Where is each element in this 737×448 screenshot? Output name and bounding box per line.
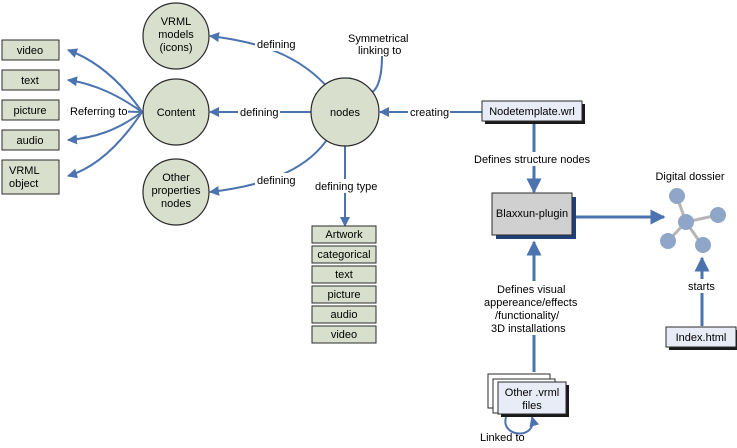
digital-dossier-label: Digital dossier (655, 171, 724, 183)
artwork-type-box[interactable] (311, 325, 377, 344)
edge-label-creating: creating (410, 107, 449, 119)
edge-label-defines-visual-1: Defines visual (497, 284, 565, 296)
network-icon (660, 188, 726, 253)
content-type-box[interactable] (1, 69, 60, 91)
vrml-models-label-3: (icons) (159, 42, 192, 54)
artwork-type-box[interactable] (311, 265, 377, 284)
artwork-type-list: Artwork categorical text picture audio v… (311, 225, 377, 344)
content-label: Content (157, 107, 196, 119)
content-node[interactable]: Content (142, 78, 210, 146)
content-type-label-1: VRML (9, 165, 40, 177)
artwork-type-label: video (331, 329, 357, 341)
blaxxun-plugin-box[interactable]: Blaxxun-plugin (491, 192, 576, 239)
edge-label-referring: Referring to (70, 106, 127, 118)
content-type-label: video (17, 45, 43, 57)
edge-label-defines-visual-3: /functionality/ (495, 310, 560, 322)
nodes-label: nodes (330, 107, 360, 119)
edge-label-defining-type: defining type (315, 181, 377, 193)
edge-label-symmetrical-2: linking to (358, 45, 401, 57)
vrml-models-label-1: VRML (161, 16, 192, 28)
content-type-box[interactable] (1, 129, 60, 151)
edge-nodes-vrml (209, 32, 331, 91)
artwork-type-label: text (335, 269, 353, 281)
digital-dossier[interactable]: Digital dossier (655, 171, 726, 253)
artwork-type-label: picture (327, 289, 360, 301)
artwork-type-box[interactable] (311, 305, 377, 324)
edge-label-defines-visual-4: 3D installations (491, 323, 566, 335)
edge-label-defining-other: defining (257, 175, 296, 187)
edge-linked-to (504, 416, 540, 435)
index-html-label: Index.html (676, 332, 727, 344)
other-properties-label-1: Other (162, 172, 190, 184)
blaxxun-plugin-label: Blaxxun-plugin (496, 208, 568, 220)
artwork-type-box[interactable] (311, 225, 377, 244)
artwork-type-label: audio (331, 309, 358, 321)
edge-label-symmetrical-1: Symmetrical (348, 33, 409, 45)
edge-label-starts: starts (688, 281, 715, 293)
other-vrml-label-2: files (522, 400, 542, 412)
artwork-type-box[interactable] (311, 245, 377, 264)
edge-label-defining-vrml: defining (257, 39, 296, 51)
content-type-label: text (21, 75, 39, 87)
content-type-label: picture (13, 105, 46, 117)
vrml-models-node[interactable]: VRML models (icons) (142, 2, 210, 70)
index-html-box[interactable]: Index.html (665, 326, 737, 350)
content-type-box[interactable] (1, 39, 60, 61)
content-type-box[interactable] (1, 159, 60, 195)
edge-label-linked-to: Linked to (480, 432, 525, 444)
artwork-type-box[interactable] (311, 285, 377, 304)
other-vrml-label-1: Other .vrml (505, 387, 559, 399)
edge-label-defines-structure: Defines structure nodes (474, 154, 591, 166)
nodetemplate-box[interactable]: Nodetemplate.wrl (481, 100, 585, 124)
other-properties-label-3: nodes (161, 198, 191, 210)
vrml-models-label-2: models (158, 29, 194, 41)
content-type-label-2: object (9, 178, 38, 190)
nodes-node[interactable]: nodes (310, 77, 380, 147)
other-properties-label-2: properties (152, 185, 201, 197)
content-type-box[interactable] (1, 99, 60, 121)
other-properties-node[interactable]: Other properties nodes (142, 158, 210, 226)
nodetemplate-label: Nodetemplate.wrl (489, 106, 575, 118)
edge-label-defines-visual-2: appereance/effects (484, 297, 578, 309)
edge-label-defining-content: defining (240, 107, 279, 119)
content-type-list: video text picture audio VRML object (1, 39, 60, 195)
artwork-type-label: categorical (317, 249, 370, 261)
content-type-label: audio (17, 135, 44, 147)
other-vrml-files[interactable]: Other .vrml files (487, 373, 569, 417)
artwork-type-label: Artwork (325, 229, 363, 241)
